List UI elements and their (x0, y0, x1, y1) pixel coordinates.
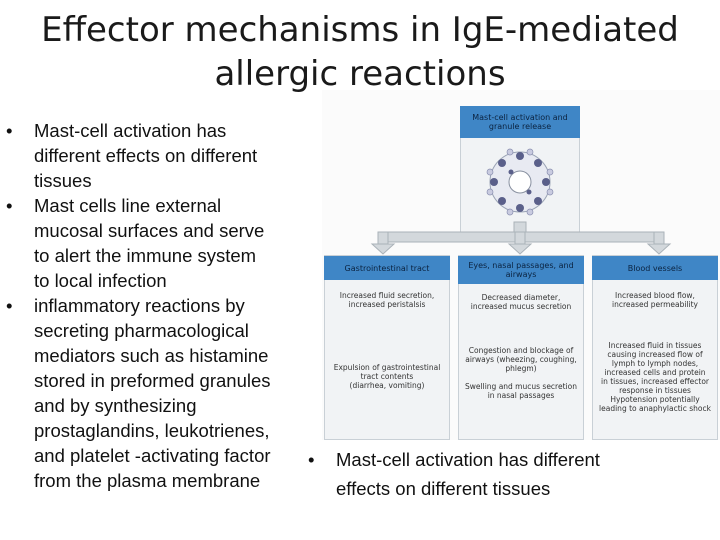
bullet-dot: • (6, 195, 13, 216)
bullet-list: • Mast-cell activation has different eff… (0, 116, 271, 493)
bullet-dot: • (6, 120, 13, 141)
column-outcome: Increased fluid in tissues causing incre… (599, 341, 711, 413)
bullet-line: different effects on different (34, 145, 258, 166)
column-outcome: Congestion and blockage of airways (whee… (465, 346, 577, 400)
bullet-line: mediators such as histamine (34, 345, 269, 366)
column-effect: Increased blood flow, increased permeabi… (612, 291, 698, 309)
mast-cell-icon (486, 148, 554, 216)
column-outcome: Expulsion of gastrointestinal tract cont… (333, 363, 441, 390)
bullet-line: Mast cells line external (34, 195, 222, 216)
bullet-dot: • (6, 295, 13, 316)
bullet-line: stored in preformed granules (34, 370, 271, 391)
bullet-line: to alert the immune system (34, 245, 257, 266)
bullet-item: • inflammatory reactions by secreting ph… (0, 293, 271, 493)
column-effect: Increased fluid secretion, increased per… (339, 291, 435, 309)
bullet-item: • Mast-cell activation has different eff… (0, 118, 271, 193)
bullet-line: Mast-cell activation has different (336, 449, 600, 470)
bullet-line: and platelet -activating factor (34, 445, 271, 466)
bullet-line: effects on different tissues (336, 478, 551, 499)
bullet-dot: • (308, 449, 315, 470)
bullet-line: Mast-cell activation has (34, 120, 227, 141)
column-header: Eyes, nasal passages, and airways (458, 256, 584, 284)
second-bullet: • Mast-cell activation has different eff… (308, 445, 600, 503)
bullet-line: to local infection (34, 270, 167, 291)
column-header: Blood vessels (592, 256, 718, 280)
mast-cell-diagram: Mast-cell activation and granule release (322, 90, 720, 440)
bullet-line: secreting pharmacological (34, 320, 249, 341)
bullet-line: from the plasma membrane (34, 470, 261, 491)
top-header: Mast-cell activation and granule release (460, 106, 580, 138)
title-line-1: Effector mechanisms in IgE-mediated (41, 10, 679, 50)
bullet-line: prostaglandins, leukotrienes, (34, 420, 270, 441)
slide-title: Effector mechanisms in IgE-mediated alle… (0, 8, 720, 96)
column-blood-vessels (592, 255, 718, 440)
bullet-line: mucosal surfaces and serve (34, 220, 265, 241)
bullet-line: inflammatory reactions by (34, 295, 245, 316)
column-gastrointestinal (324, 255, 450, 440)
title-line-2: allergic reactions (214, 54, 506, 94)
column-eyes-airways (458, 255, 584, 440)
bullet-line: and by synthesizing (34, 395, 197, 416)
column-effect: Decreased diameter, increased mucus secr… (470, 293, 572, 311)
bullet-line: tissues (34, 170, 92, 191)
column-header: Gastrointestinal tract (324, 256, 450, 280)
bullet-item: • Mast cells line external mucosal surfa… (0, 193, 271, 293)
